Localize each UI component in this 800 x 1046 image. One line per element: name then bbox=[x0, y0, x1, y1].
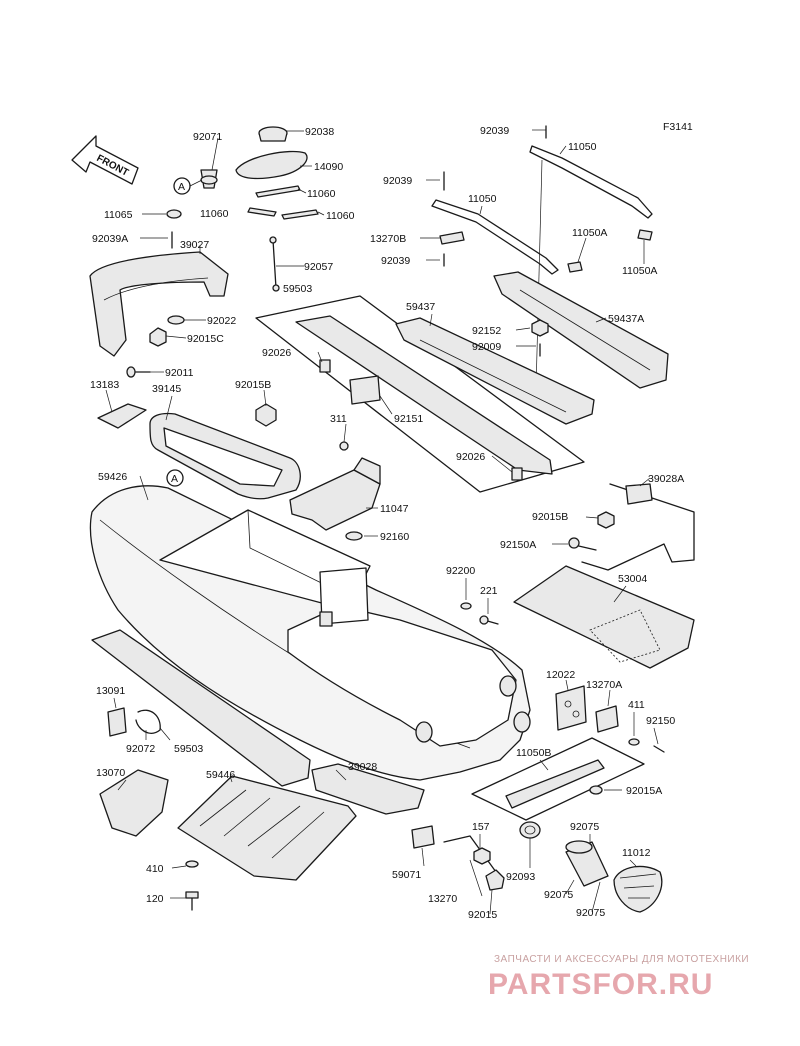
part-label: 59503 bbox=[174, 743, 203, 755]
part-label: 11050B bbox=[516, 747, 551, 759]
watermark-tagline: ЗАПЧАСТИ И АКСЕССУАРЫ ДЛЯ МОТОТЕХНИКИ bbox=[494, 954, 749, 965]
part-labels: 92071 92038 14090 11060 11060 11060 1106… bbox=[90, 125, 684, 921]
part-label: 92015A bbox=[626, 785, 662, 797]
deck-rails bbox=[431, 125, 653, 391]
part-label: 92011 bbox=[165, 367, 194, 379]
part-label: 120 bbox=[146, 893, 164, 905]
part-label: 92039A bbox=[92, 233, 128, 245]
watermark-brand: PARTSFOR.RU bbox=[488, 968, 713, 1001]
front-arrow-icon: FRONT bbox=[71, 135, 139, 185]
part-label: 12022 bbox=[546, 669, 575, 681]
bracket-39028a bbox=[568, 483, 695, 571]
part-label: 311 bbox=[330, 413, 347, 425]
part-label: 39145 bbox=[152, 383, 181, 395]
side-trim-right bbox=[493, 271, 669, 389]
part-label: 11050 bbox=[468, 193, 497, 205]
part-label: 92015B bbox=[235, 379, 271, 391]
part-label: 39028A bbox=[648, 473, 684, 485]
deck-mats bbox=[255, 295, 585, 493]
part-label: 39027 bbox=[180, 239, 209, 251]
part-label: 11012 bbox=[622, 847, 651, 859]
part-label: 411 bbox=[628, 699, 645, 711]
figure-code: F3141 bbox=[663, 121, 693, 133]
strip-39028 bbox=[311, 763, 425, 815]
part-label: 11047 bbox=[380, 503, 409, 515]
part-label: 92071 bbox=[193, 131, 222, 143]
part-label: 92022 bbox=[207, 315, 236, 327]
part-label: 92015C bbox=[187, 333, 224, 345]
leader-lines bbox=[105, 129, 659, 915]
part-label: 92057 bbox=[304, 261, 333, 273]
part-label: 92075 bbox=[570, 821, 599, 833]
part-label: 59071 bbox=[392, 869, 421, 881]
part-label: 59437 bbox=[406, 301, 435, 313]
part-label: 14090 bbox=[314, 161, 343, 173]
part-label: 13270B bbox=[370, 233, 406, 245]
bracket-11047 bbox=[289, 457, 381, 541]
part-label: 59437A bbox=[608, 313, 644, 325]
part-label: 92026 bbox=[262, 347, 291, 359]
part-label: 13270 bbox=[428, 893, 457, 905]
part-label: 92151 bbox=[394, 413, 423, 425]
part-label: 53004 bbox=[618, 573, 647, 585]
part-label: 92075 bbox=[576, 907, 605, 919]
part-label: 92200 bbox=[446, 565, 475, 577]
part-label: 59503 bbox=[283, 283, 312, 295]
bottom-left-parts bbox=[91, 629, 357, 911]
part-label: 410 bbox=[146, 863, 164, 875]
part-label: 11050A bbox=[622, 265, 657, 277]
part-label: 13270A bbox=[586, 679, 622, 691]
part-label: 92039 bbox=[480, 125, 509, 137]
part-label: 221 bbox=[480, 585, 498, 597]
part-label: 92093 bbox=[506, 871, 535, 883]
part-label: 92072 bbox=[126, 743, 155, 755]
ref-a-hull-label: A bbox=[171, 473, 178, 485]
part-label: 92015B bbox=[532, 511, 568, 523]
part-label: 13070 bbox=[96, 767, 125, 779]
part-label: 92009 bbox=[472, 341, 501, 353]
hull bbox=[89, 485, 531, 781]
mesh-mat bbox=[513, 565, 695, 669]
part-label: 92150 bbox=[646, 715, 675, 727]
part-label: 92039 bbox=[383, 175, 412, 187]
ref-a-top-label: A bbox=[178, 181, 185, 193]
small-hardware bbox=[460, 602, 499, 625]
part-label: 11060 bbox=[307, 188, 336, 200]
drain-plugs bbox=[565, 840, 663, 913]
front-label: FRONT bbox=[95, 153, 131, 179]
part-label: 92152 bbox=[472, 325, 501, 337]
part-label: 59446 bbox=[206, 769, 235, 781]
part-label: 11050A bbox=[572, 227, 607, 239]
part-label: 92039 bbox=[381, 255, 410, 267]
part-label: 11065 bbox=[104, 209, 133, 221]
bottom-center-hardware bbox=[411, 821, 541, 891]
part-label: 92075 bbox=[544, 889, 573, 901]
part-label: 11050 bbox=[568, 141, 597, 153]
part-label: 11060 bbox=[200, 208, 229, 220]
rail-11050b bbox=[471, 737, 645, 821]
handle-pole-assembly bbox=[89, 126, 319, 378]
plate-12022 bbox=[555, 685, 665, 753]
part-label: 92150A bbox=[500, 539, 536, 551]
part-label: 92015 bbox=[468, 909, 497, 921]
part-label: 13091 bbox=[96, 685, 125, 697]
part-label: 92038 bbox=[305, 126, 334, 138]
part-label: 92160 bbox=[380, 531, 409, 543]
part-label: 13183 bbox=[90, 379, 119, 391]
part-label: 92026 bbox=[456, 451, 485, 463]
part-label: 39028 bbox=[348, 761, 377, 773]
hatch-seal bbox=[97, 403, 301, 500]
ref-a-top: A bbox=[173, 177, 203, 195]
part-label: 157 bbox=[472, 821, 490, 833]
part-label: 59426 bbox=[98, 471, 127, 483]
side-trim-left bbox=[395, 317, 595, 425]
part-label: 11060 bbox=[326, 210, 355, 222]
watermark: ЗАПЧАСТИ И АКСЕССУАРЫ ДЛЯ МОТОТЕХНИКИ PA… bbox=[488, 954, 749, 1001]
ref-a-hull: A bbox=[166, 469, 184, 487]
